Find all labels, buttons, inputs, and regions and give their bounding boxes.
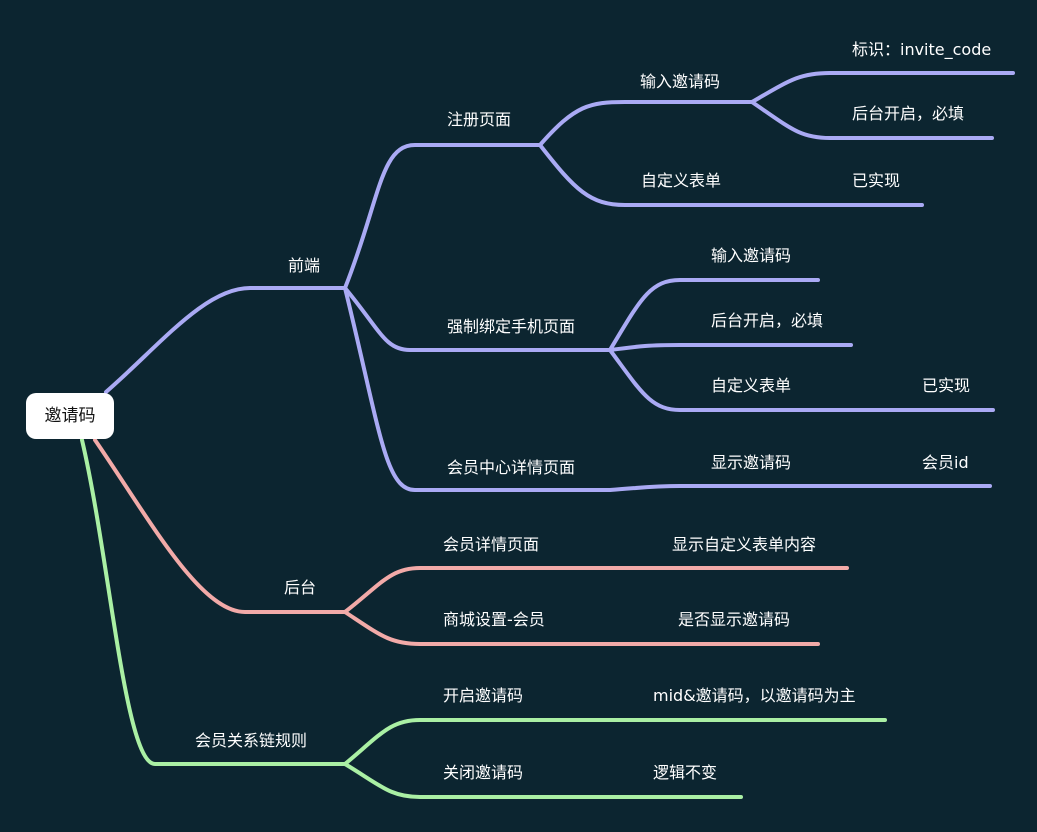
node-backend[interactable]: 后台 bbox=[284, 578, 317, 597]
link-backend-memberdetail bbox=[343, 566, 849, 614]
link-membercenter-showcode bbox=[608, 484, 992, 492]
node-register-page[interactable]: 注册页面 bbox=[447, 110, 512, 129]
node-show-invite-code-toggle[interactable]: 是否显示邀请码 bbox=[678, 610, 791, 629]
node-frontend[interactable]: 前端 bbox=[288, 256, 321, 275]
node-register-custom-form-status[interactable]: 已实现 bbox=[852, 171, 901, 190]
node-register-backend-required[interactable]: 后台开启，必填 bbox=[852, 104, 965, 123]
node-member-id[interactable]: 会员id bbox=[922, 453, 969, 472]
node-show-custom-form-content[interactable]: 显示自定义表单内容 bbox=[672, 535, 817, 554]
node-disable-invite-code[interactable]: 关闭邀请码 bbox=[443, 763, 524, 782]
node-register-custom-form[interactable]: 自定义表单 bbox=[641, 171, 722, 190]
link-rules-enable bbox=[343, 718, 887, 766]
node-register-input-code[interactable]: 输入邀请码 bbox=[640, 72, 721, 91]
node-register-invite-code-id[interactable]: 标识：invite_code bbox=[852, 40, 992, 59]
link-inputcode-backend bbox=[750, 100, 994, 140]
root-node[interactable]: 邀请码 bbox=[26, 393, 114, 439]
link-register-inputcode bbox=[538, 100, 754, 147]
link-root-backend bbox=[93, 438, 347, 614]
link-backend-mallsettings bbox=[343, 610, 820, 646]
link-frontend-register bbox=[343, 143, 542, 290]
node-disable-rule-note[interactable]: 逻辑不变 bbox=[653, 763, 718, 782]
node-member-center-page[interactable]: 会员中心详情页面 bbox=[447, 458, 576, 477]
link-register-customform bbox=[538, 143, 924, 207]
node-bind-backend-required[interactable]: 后台开启，必填 bbox=[711, 311, 824, 330]
node-enable-invite-code[interactable]: 开启邀请码 bbox=[443, 686, 524, 705]
link-root-rules bbox=[80, 438, 347, 766]
node-bind-phone-page[interactable]: 强制绑定手机页面 bbox=[447, 317, 576, 336]
link-frontend-membercenter bbox=[343, 286, 612, 492]
node-bind-custom-form-status[interactable]: 已实现 bbox=[922, 376, 971, 395]
link-frontend-bindphone bbox=[343, 286, 612, 352]
node-mall-settings-member[interactable]: 商城设置-会员 bbox=[443, 610, 545, 629]
node-show-invite-code[interactable]: 显示邀请码 bbox=[711, 453, 792, 472]
link-bind-inputcode bbox=[608, 278, 820, 352]
link-root-frontend bbox=[104, 286, 347, 394]
node-bind-custom-form[interactable]: 自定义表单 bbox=[711, 376, 792, 395]
link-bind-backend bbox=[608, 343, 853, 352]
node-enable-rule-note[interactable]: mid&邀请码，以邀请码为主 bbox=[653, 686, 856, 705]
link-rules-disable bbox=[343, 762, 743, 799]
link-bind-customform bbox=[608, 348, 995, 412]
node-member-detail-page[interactable]: 会员详情页面 bbox=[443, 535, 540, 554]
node-bind-input-code[interactable]: 输入邀请码 bbox=[711, 246, 792, 265]
node-relation-rules[interactable]: 会员关系链规则 bbox=[195, 731, 308, 750]
link-inputcode-id bbox=[750, 71, 1015, 104]
